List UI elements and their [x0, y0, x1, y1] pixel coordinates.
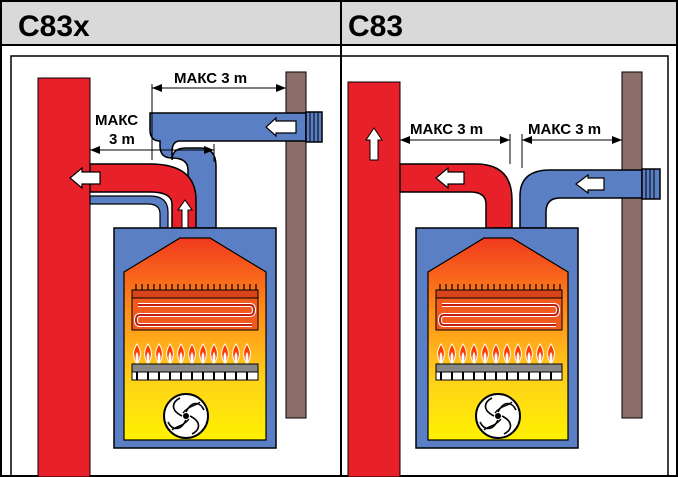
header-bar: [0, 0, 678, 46]
fan-icon: [163, 393, 209, 439]
intake-terminal: [641, 168, 661, 200]
dimension-right: МАКС 3 m: [521, 121, 622, 168]
up-arrow-icon: [177, 199, 193, 229]
dimension-left: МАКС 3 m: [400, 121, 511, 164]
heat-exchanger-icon: [435, 284, 563, 331]
left-arrow-icon: [69, 166, 101, 190]
combustion-chamber: [427, 237, 569, 441]
wall: [621, 71, 643, 419]
panel-c83x: МАКС 3 m МАКС 3 m: [37, 70, 323, 477]
burner: [131, 363, 259, 381]
left-arrow-icon: [575, 173, 605, 195]
up-arrow-icon: [365, 127, 383, 161]
panel-c83: МАКС 3 m МАКС 3 m: [347, 71, 661, 477]
heat-exchanger-icon: [131, 284, 259, 331]
panel-title-c83x: C83x: [18, 10, 90, 43]
left-arrow-icon: [435, 166, 465, 190]
dimension-label-left-2: 3 m: [109, 131, 135, 148]
dimension-top: МАКС 3 m: [151, 70, 286, 160]
dimension-label-top: МАКС 3 m: [174, 70, 247, 87]
burner: [435, 363, 563, 381]
left-arrow-icon: [265, 116, 297, 138]
exhaust-chimney: [37, 77, 91, 477]
wall: [285, 71, 307, 419]
dimension-label-right: МАКС 3 m: [528, 121, 601, 138]
dimension-label-left: МАКС 3 m: [410, 121, 483, 138]
inner-frame: [10, 55, 669, 477]
dimension-label-left-1: МАКС: [95, 112, 138, 129]
panel-title-c83: C83: [348, 10, 403, 43]
dimension-left: МАКС 3 m: [90, 112, 215, 162]
fan-icon: [475, 393, 521, 439]
